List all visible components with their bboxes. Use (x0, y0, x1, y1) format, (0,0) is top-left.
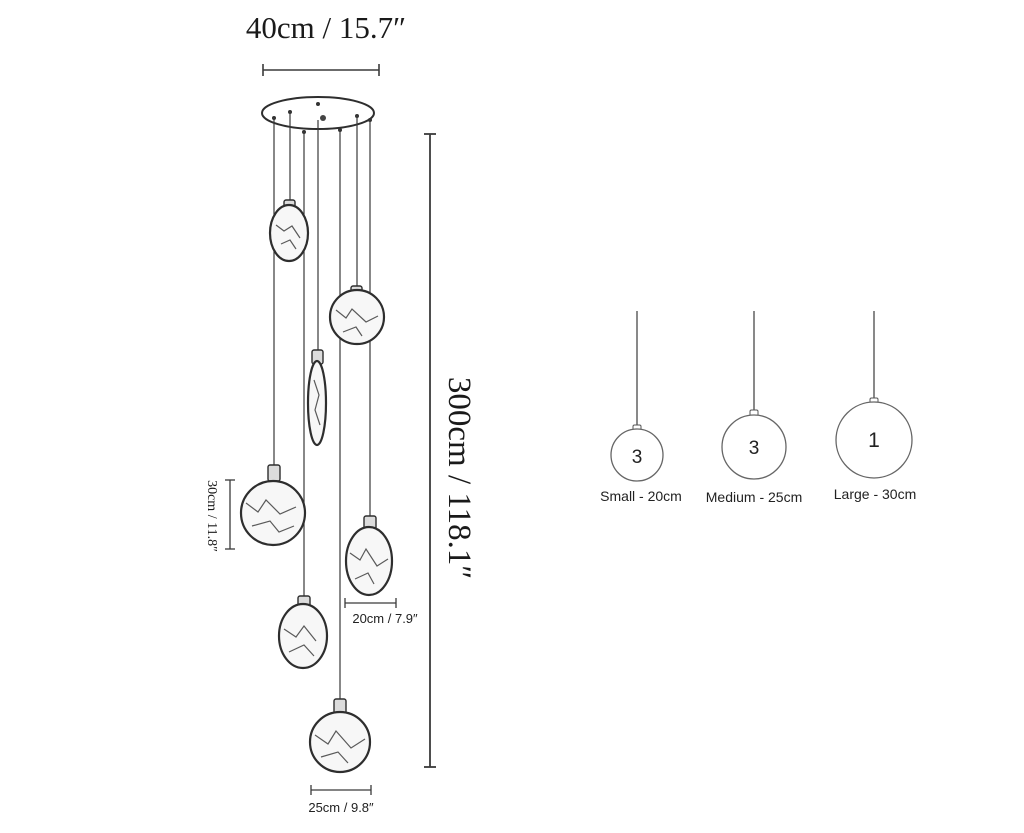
legend-small-count: 3 (632, 447, 643, 468)
legend-medium: 3 Medium - 25cm (706, 311, 802, 505)
canopy-width-label: 40cm / 15.7″ (246, 10, 406, 45)
small-diameter-label: 20cm / 7.9″ (352, 611, 418, 626)
canopy-width-dimension-line (262, 64, 380, 76)
pendant-medium-3 (308, 698, 372, 774)
total-height-dimension-line (424, 133, 436, 768)
medium-diameter-label: 25cm / 9.8″ (308, 800, 374, 815)
large-diameter-label: 30cm / 11.8″ (204, 480, 219, 552)
suspension-cables (273, 112, 371, 700)
legend-medium-count: 3 (749, 438, 760, 459)
total-height-label: 300cm / 118.1″ (441, 377, 477, 579)
legend-medium-label: Medium - 25cm (706, 489, 802, 505)
legend-large-label: Large - 30cm (834, 486, 916, 502)
medium-diameter-dimension-line (310, 785, 372, 795)
pendant-small-2 (328, 285, 386, 346)
legend-large: 1 Large - 30cm (834, 311, 916, 502)
pendant-small-3 (344, 515, 394, 597)
legend-small-label: Small - 20cm (600, 488, 682, 504)
pendant-small-1 (268, 199, 310, 263)
legend-large-count: 1 (868, 429, 880, 452)
pendant-large (239, 464, 307, 547)
large-diameter-dimension-line (225, 479, 235, 550)
pendant-medium-2 (277, 595, 329, 670)
pendant-medium-edge-on (306, 349, 328, 447)
legend-small: 3 Small - 20cm (600, 311, 682, 504)
small-diameter-dimension-line (344, 598, 397, 608)
